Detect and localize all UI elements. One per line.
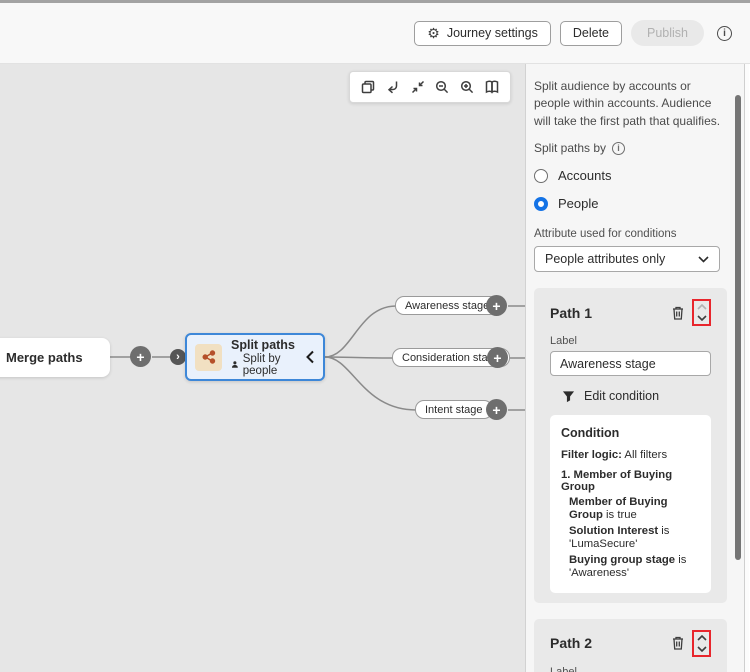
add-node-intent-button[interactable]: + [486, 399, 507, 420]
radio-people-circle-selected[interactable] [534, 196, 548, 211]
split-paths-by-label: Split paths by [534, 141, 607, 156]
delete-path-1-button[interactable] [669, 304, 687, 322]
path-2-label-caption: Label [550, 665, 577, 672]
condition-line: Buying group stage is 'Awareness' [569, 553, 687, 580]
top-toolbar: ⚙ Journey settings Delete Publish i [0, 3, 750, 64]
path-1-edit-condition-label: Edit condition [584, 389, 660, 404]
chevron-up-icon [696, 304, 707, 310]
path-1-header: Path 1 [550, 299, 711, 327]
branch-label-awareness[interactable]: Awareness stage [395, 296, 500, 315]
path-1-label-caption: Label [550, 335, 577, 348]
publish-button[interactable]: Publish [631, 20, 704, 46]
merge-paths-label: Merge paths [6, 350, 83, 365]
journey-settings-label: Journey settings [446, 26, 538, 40]
merge-paths-node[interactable]: Merge paths [0, 338, 110, 377]
zoom-in-icon[interactable] [458, 78, 476, 96]
radio-accounts-circle[interactable] [534, 168, 548, 183]
branch-label-consideration[interactable]: Consideration stage [392, 348, 510, 367]
condition-line: Solution Interest is 'LumaSecure' [569, 524, 670, 551]
duplicate-icon[interactable] [359, 78, 377, 96]
path-1-edit-condition-button[interactable]: Edit condition [562, 389, 711, 403]
condition-line: Member of Buying Group is true [569, 495, 668, 521]
gear-icon: ⚙ [427, 25, 440, 41]
trash-icon [673, 306, 683, 320]
move-path-2-up-button[interactable] [696, 634, 707, 642]
move-path-2-down-button[interactable] [696, 645, 707, 653]
panel-scrollbar-thumb[interactable] [735, 95, 741, 560]
undo-arrow-icon[interactable] [384, 78, 402, 96]
split-node-text: Split paths Split by people [231, 338, 296, 377]
split-node-subtitle: Split by people [231, 353, 296, 377]
path-1-reorder-annotation [692, 299, 711, 327]
move-path-1-down-button[interactable] [696, 314, 707, 322]
filter-logic-line: Filter logic: All filters [561, 449, 668, 462]
path-1-label-input[interactable]: Awareness stage [550, 351, 711, 377]
chevron-down-icon [696, 646, 707, 652]
window-right-gutter [745, 64, 749, 672]
branch-label-intent[interactable]: Intent stage [415, 400, 493, 419]
panel-description: Split audience by accounts or people wit… [534, 79, 721, 128]
radio-people[interactable]: People [534, 196, 744, 211]
split-node-title: Split paths [231, 337, 295, 352]
path-2-title: Path 2 [550, 635, 593, 652]
split-paths-settings-panel: Split audience by accounts or people wit… [525, 64, 745, 672]
path-2-card: Path 2 Label Consideratio [534, 618, 727, 672]
radio-accounts[interactable]: Accounts [534, 168, 744, 183]
main-area: Merge paths + › Split paths [0, 64, 750, 672]
radio-people-label: People [558, 196, 599, 212]
path-1-condition-box: Condition Filter logic: All filters 1. M… [550, 415, 711, 593]
zoom-out-icon[interactable] [433, 78, 451, 96]
split-paths-icon-box [195, 343, 222, 371]
node-entry-arrow-icon: › [170, 349, 186, 365]
chevron-up-icon [696, 634, 707, 641]
path-2-reorder-annotation [692, 629, 711, 657]
info-icon[interactable]: i [717, 25, 732, 41]
trash-icon [673, 636, 683, 650]
attribute-label: Attribute used for conditions [534, 228, 677, 241]
radio-accounts-label: Accounts [558, 168, 612, 184]
publish-label: Publish [647, 26, 688, 40]
split-paths-node[interactable]: Split paths Split by people [185, 333, 325, 381]
path-1-card: Path 1 Label Awareness st [534, 288, 727, 603]
delete-button[interactable]: Delete [559, 20, 622, 46]
attribute-dropdown[interactable]: People attributes only [534, 246, 720, 273]
delete-label: Delete [572, 26, 609, 40]
journey-canvas[interactable]: Merge paths + › Split paths [0, 64, 525, 672]
journey-settings-button[interactable]: ⚙ Journey settings [414, 20, 551, 46]
chevron-down-icon [696, 315, 707, 322]
path-1-title: Path 1 [550, 304, 593, 321]
move-path-1-up-button[interactable] [696, 303, 707, 311]
collapse-chevron-icon[interactable] [305, 350, 315, 364]
filter-icon [562, 391, 575, 402]
add-node-consideration-button[interactable]: + [487, 347, 508, 368]
attribute-dropdown-value: People attributes only [545, 252, 666, 267]
split-paths-info-icon[interactable]: i [612, 141, 626, 155]
path-1-label-value: Awareness stage [560, 356, 656, 371]
path-2-header: Path 2 [550, 629, 711, 657]
minimap-icon[interactable] [483, 78, 501, 96]
add-node-awareness-button[interactable]: + [486, 295, 507, 316]
split-paths-by-row: Split paths by i [534, 141, 744, 155]
person-icon [231, 361, 238, 368]
canvas-toolbar [349, 71, 511, 103]
rule-line: 1. Member of Buying Group [561, 469, 673, 494]
condition-title: Condition [561, 426, 620, 441]
split-share-icon [201, 350, 215, 364]
add-node-button[interactable]: + [130, 346, 151, 367]
window-top-strip [0, 0, 750, 3]
fit-view-icon[interactable] [409, 78, 427, 96]
delete-path-2-button[interactable] [669, 634, 687, 652]
chevron-down-icon [698, 256, 709, 263]
